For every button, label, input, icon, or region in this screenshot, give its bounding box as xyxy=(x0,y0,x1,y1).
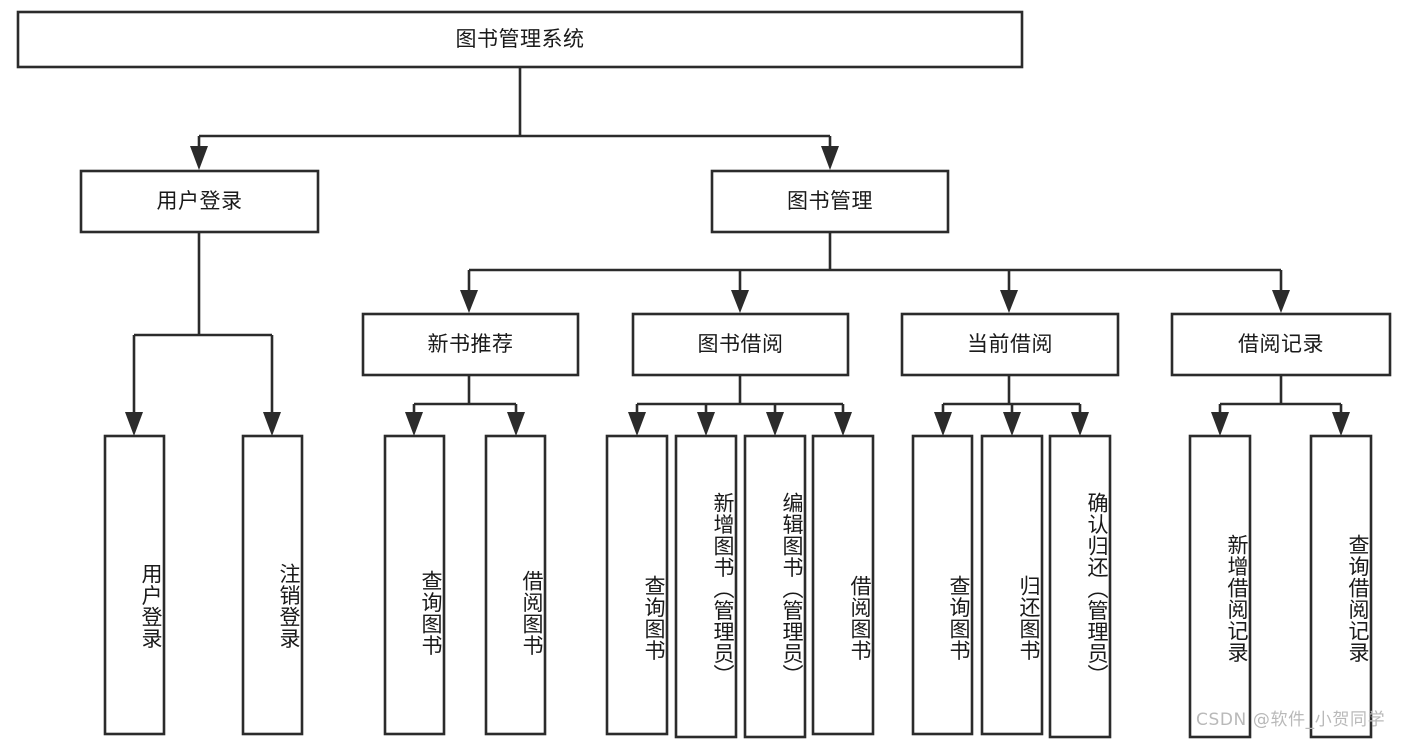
arrow-head-current-borrow xyxy=(1000,290,1018,313)
node-box-leaf-add-borrow-record[interactable] xyxy=(1188,434,1252,739)
node-box-book-borrow[interactable] xyxy=(631,312,850,377)
node-box-leaf-confirm-return-admin[interactable] xyxy=(1048,434,1112,739)
connector-current-borrow-to-leaves xyxy=(934,375,1089,436)
node-box-book-management[interactable] xyxy=(710,169,950,234)
arrow-head-leaf-query-book-borrow xyxy=(628,412,646,436)
node-box-leaf-user-login[interactable] xyxy=(103,434,166,736)
connector-new-book-recommend-to-leaves xyxy=(405,375,525,436)
arrow-head-new-book-recommend xyxy=(460,290,478,313)
node-box-leaf-query-borrow-record[interactable] xyxy=(1309,434,1373,739)
node-box-user-login[interactable] xyxy=(79,169,320,234)
node-box-leaf-edit-book-admin[interactable] xyxy=(743,434,807,739)
arrow-head-user-login xyxy=(190,146,208,170)
arrow-head-leaf-add-book-admin xyxy=(697,412,715,436)
node-box-borrow-record[interactable] xyxy=(1170,312,1392,377)
node-box-leaf-borrow-book[interactable] xyxy=(811,434,875,736)
arrow-head-borrow-record xyxy=(1272,290,1290,313)
node-box-leaf-query-book-recommend[interactable] xyxy=(383,434,446,736)
node-box-current-borrow[interactable] xyxy=(900,312,1120,377)
arrow-head-leaf-query-book-current xyxy=(934,412,952,436)
connector-user-login-to-leaves xyxy=(125,232,281,436)
arrow-head-leaf-edit-book-admin xyxy=(766,412,784,436)
arrow-head-leaf-user-login xyxy=(125,412,143,436)
connector-borrow-record-to-leaves xyxy=(1211,375,1350,436)
node-box-leaf-return-book[interactable] xyxy=(980,434,1044,736)
connector-book-borrow-to-leaves xyxy=(628,375,852,436)
node-box-new-book-recommend[interactable] xyxy=(361,312,580,377)
arrow-head-leaf-borrow-book-recommend xyxy=(507,412,525,436)
arrow-head-leaf-confirm-return-admin xyxy=(1071,412,1089,436)
arrow-head-book-management xyxy=(821,146,839,170)
connector-book-management-to-level3 xyxy=(460,232,1290,313)
node-box-leaf-logout-login[interactable] xyxy=(241,434,304,736)
arrow-head-leaf-add-borrow-record xyxy=(1211,412,1229,436)
arrow-head-leaf-borrow-book xyxy=(834,412,852,436)
arrow-head-book-borrow xyxy=(731,290,749,313)
node-box-leaf-add-book-admin[interactable] xyxy=(674,434,738,739)
node-box-root[interactable] xyxy=(16,10,1024,69)
connector-root-to-level2 xyxy=(190,67,839,170)
arrow-head-leaf-logout-login xyxy=(263,412,281,436)
node-box-leaf-query-book-current[interactable] xyxy=(911,434,974,736)
arrow-head-leaf-return-book xyxy=(1003,412,1021,436)
node-box-leaf-borrow-book-recommend[interactable] xyxy=(484,434,547,736)
arrow-head-leaf-query-borrow-record xyxy=(1332,412,1350,436)
arrow-head-leaf-query-book-recommend xyxy=(405,412,423,436)
node-box-leaf-query-book-borrow[interactable] xyxy=(605,434,669,736)
